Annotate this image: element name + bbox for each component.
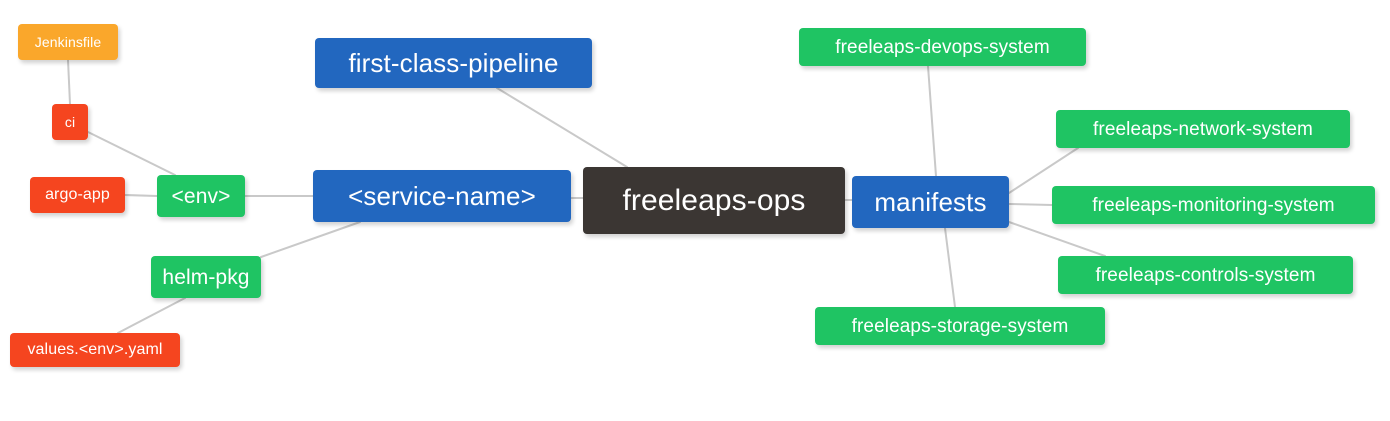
- node-label: manifests: [874, 187, 987, 217]
- node-label: <env>: [171, 184, 231, 208]
- node-freeleaps-devops-system[interactable]: freeleaps-devops-system: [799, 28, 1086, 66]
- edge-argo-app-env: [124, 194, 158, 197]
- edge-first-class-pipeline-ops: [496, 87, 628, 168]
- node-label: freeleaps-monitoring-system: [1092, 194, 1335, 216]
- node-freeleaps-controls-system[interactable]: freeleaps-controls-system: [1058, 256, 1353, 294]
- node-label: helm-pkg: [162, 265, 250, 289]
- node-first-class-pipeline[interactable]: first-class-pipeline: [315, 38, 592, 88]
- edge-jenkinsfile-ci: [67, 59, 71, 105]
- node-freeleaps-monitoring-system[interactable]: freeleaps-monitoring-system: [1052, 186, 1375, 224]
- node-values-env-yaml[interactable]: values.<env>.yaml: [10, 333, 180, 367]
- node-ci[interactable]: ci: [52, 104, 88, 140]
- edge-ci-env: [87, 131, 176, 176]
- node-label: Jenkinsfile: [34, 34, 102, 50]
- node-service-name[interactable]: <service-name>: [313, 170, 571, 222]
- node-label: <service-name>: [348, 181, 536, 211]
- edge-manifests-devops: [927, 65, 937, 177]
- node-label: freeleaps-storage-system: [851, 315, 1069, 337]
- node-label: ci: [64, 114, 76, 130]
- node-label: first-class-pipeline: [348, 48, 559, 78]
- edge-helm-pkg-values: [117, 297, 186, 334]
- node-jenkinsfile[interactable]: Jenkinsfile: [18, 24, 118, 60]
- node-freeleaps-ops[interactable]: freeleaps-ops: [583, 167, 845, 234]
- edge-manifests-storage: [944, 227, 956, 308]
- edge-manifests-controls: [1008, 221, 1106, 257]
- node-freeleaps-network-system[interactable]: freeleaps-network-system: [1056, 110, 1350, 148]
- node-helm-pkg[interactable]: helm-pkg: [151, 256, 261, 298]
- node-argo-app[interactable]: argo-app: [30, 177, 125, 213]
- node-label: freeleaps-controls-system: [1095, 264, 1316, 286]
- node-label: freeleaps-network-system: [1093, 118, 1313, 140]
- node-manifests[interactable]: manifests: [852, 176, 1009, 228]
- node-label: argo-app: [45, 186, 110, 203]
- edge-manifests-monitoring: [1008, 203, 1053, 206]
- node-freeleaps-storage-system[interactable]: freeleaps-storage-system: [815, 307, 1105, 345]
- node-label: values.<env>.yaml: [27, 341, 163, 358]
- edge-service-name-helm-pkg: [260, 221, 361, 258]
- node-env[interactable]: <env>: [157, 175, 245, 217]
- node-label: freeleaps-ops: [622, 183, 806, 217]
- node-label: freeleaps-devops-system: [835, 36, 1050, 58]
